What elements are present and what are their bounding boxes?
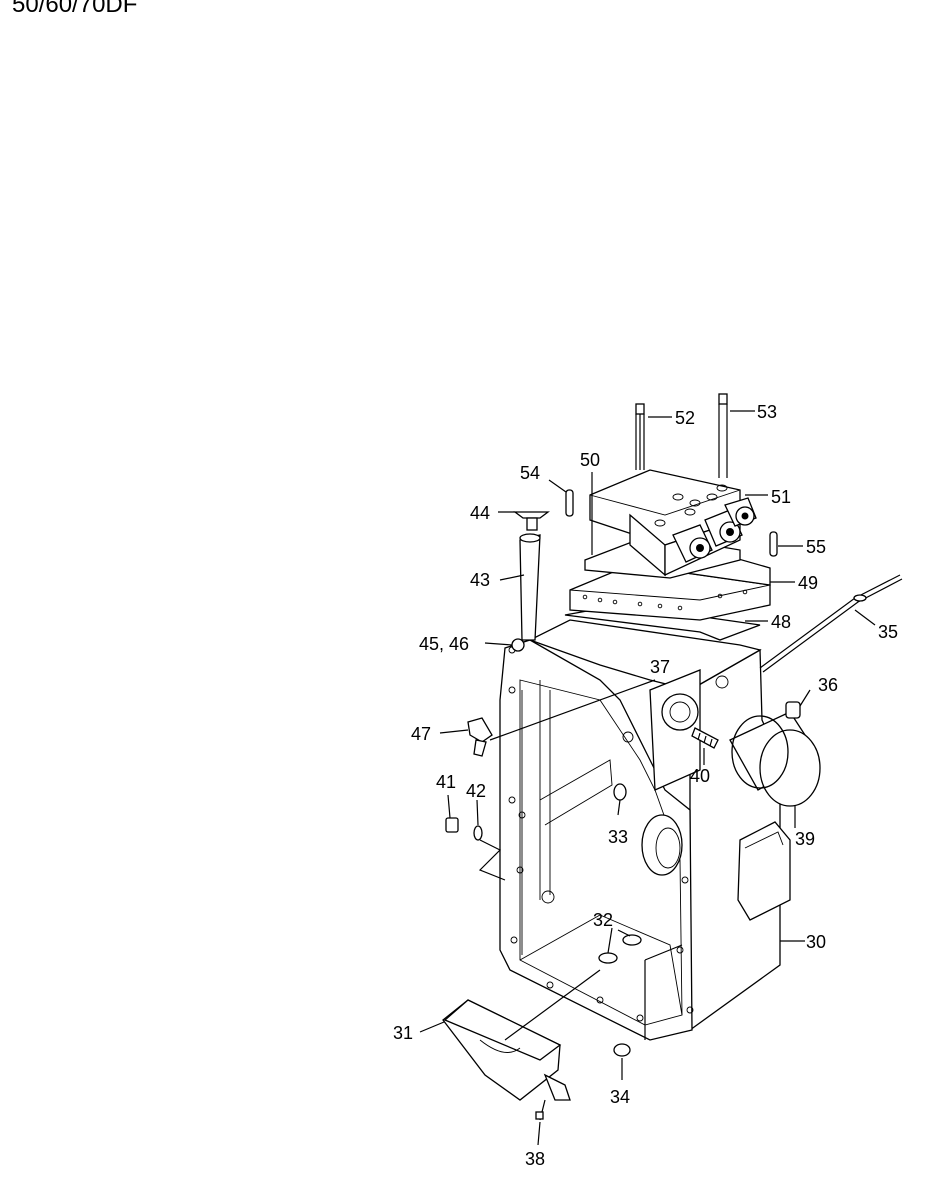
callout-36: 36 [818, 675, 838, 695]
callout-31: 31 [393, 1023, 413, 1043]
callout-41: 41 [436, 772, 456, 792]
callout-40: 40 [690, 766, 710, 786]
callout-51: 51 [771, 487, 791, 507]
screw-38 [535, 1099, 546, 1121]
callout-48: 48 [771, 612, 791, 632]
oil-pan-cover [442, 999, 571, 1101]
elbow-fitting [467, 717, 493, 757]
callout-34: 34 [610, 1087, 630, 1107]
flange-bolt-holes [508, 646, 694, 1022]
callout-35: 35 [878, 622, 898, 642]
callout-38: 38 [525, 1149, 545, 1169]
breather-cap [513, 511, 550, 531]
model-header: 50/60/70DF [12, 0, 138, 18]
callout-52: 52 [675, 408, 695, 428]
oil-filter [729, 711, 821, 807]
plug-34 [613, 1043, 631, 1057]
drain-plug-41 [445, 817, 459, 833]
callout-44: 44 [470, 503, 490, 523]
washer-32b [598, 952, 618, 964]
callout-47: 47 [411, 724, 431, 744]
callout-43: 43 [470, 570, 490, 590]
callout-53: 53 [757, 402, 777, 422]
breather-hose [519, 533, 541, 641]
dipstick [759, 574, 903, 673]
solenoid-valve-block [589, 469, 757, 577]
callout-39: 39 [795, 829, 815, 849]
callout-55: 55 [806, 537, 826, 557]
pin-54 [565, 489, 574, 517]
callout-42: 42 [466, 781, 486, 801]
bolt-53 [718, 393, 728, 478]
o-ring-42 [473, 825, 483, 841]
washer-32a [622, 934, 642, 946]
hose-fitting [511, 638, 525, 652]
washer-33 [613, 783, 627, 801]
pin-55 [769, 531, 778, 557]
callout-37: 37 [650, 657, 670, 677]
bolt-52 [635, 403, 645, 470]
callout-54: 54 [520, 463, 540, 483]
callout-45-46: 45, 46 [419, 634, 469, 654]
callout-33: 33 [608, 827, 628, 847]
leader-lines [419, 410, 876, 1146]
solenoid-coils [672, 497, 757, 563]
callout-labels: 52 53 54 50 51 44 55 43 49 35 48 45, 46 … [393, 402, 898, 1169]
callout-50: 50 [580, 450, 600, 470]
callout-32: 32 [593, 910, 613, 930]
callout-30: 30 [806, 932, 826, 952]
plug-36 [785, 701, 801, 719]
filter-adapter [691, 727, 719, 749]
callout-49: 49 [798, 573, 818, 593]
